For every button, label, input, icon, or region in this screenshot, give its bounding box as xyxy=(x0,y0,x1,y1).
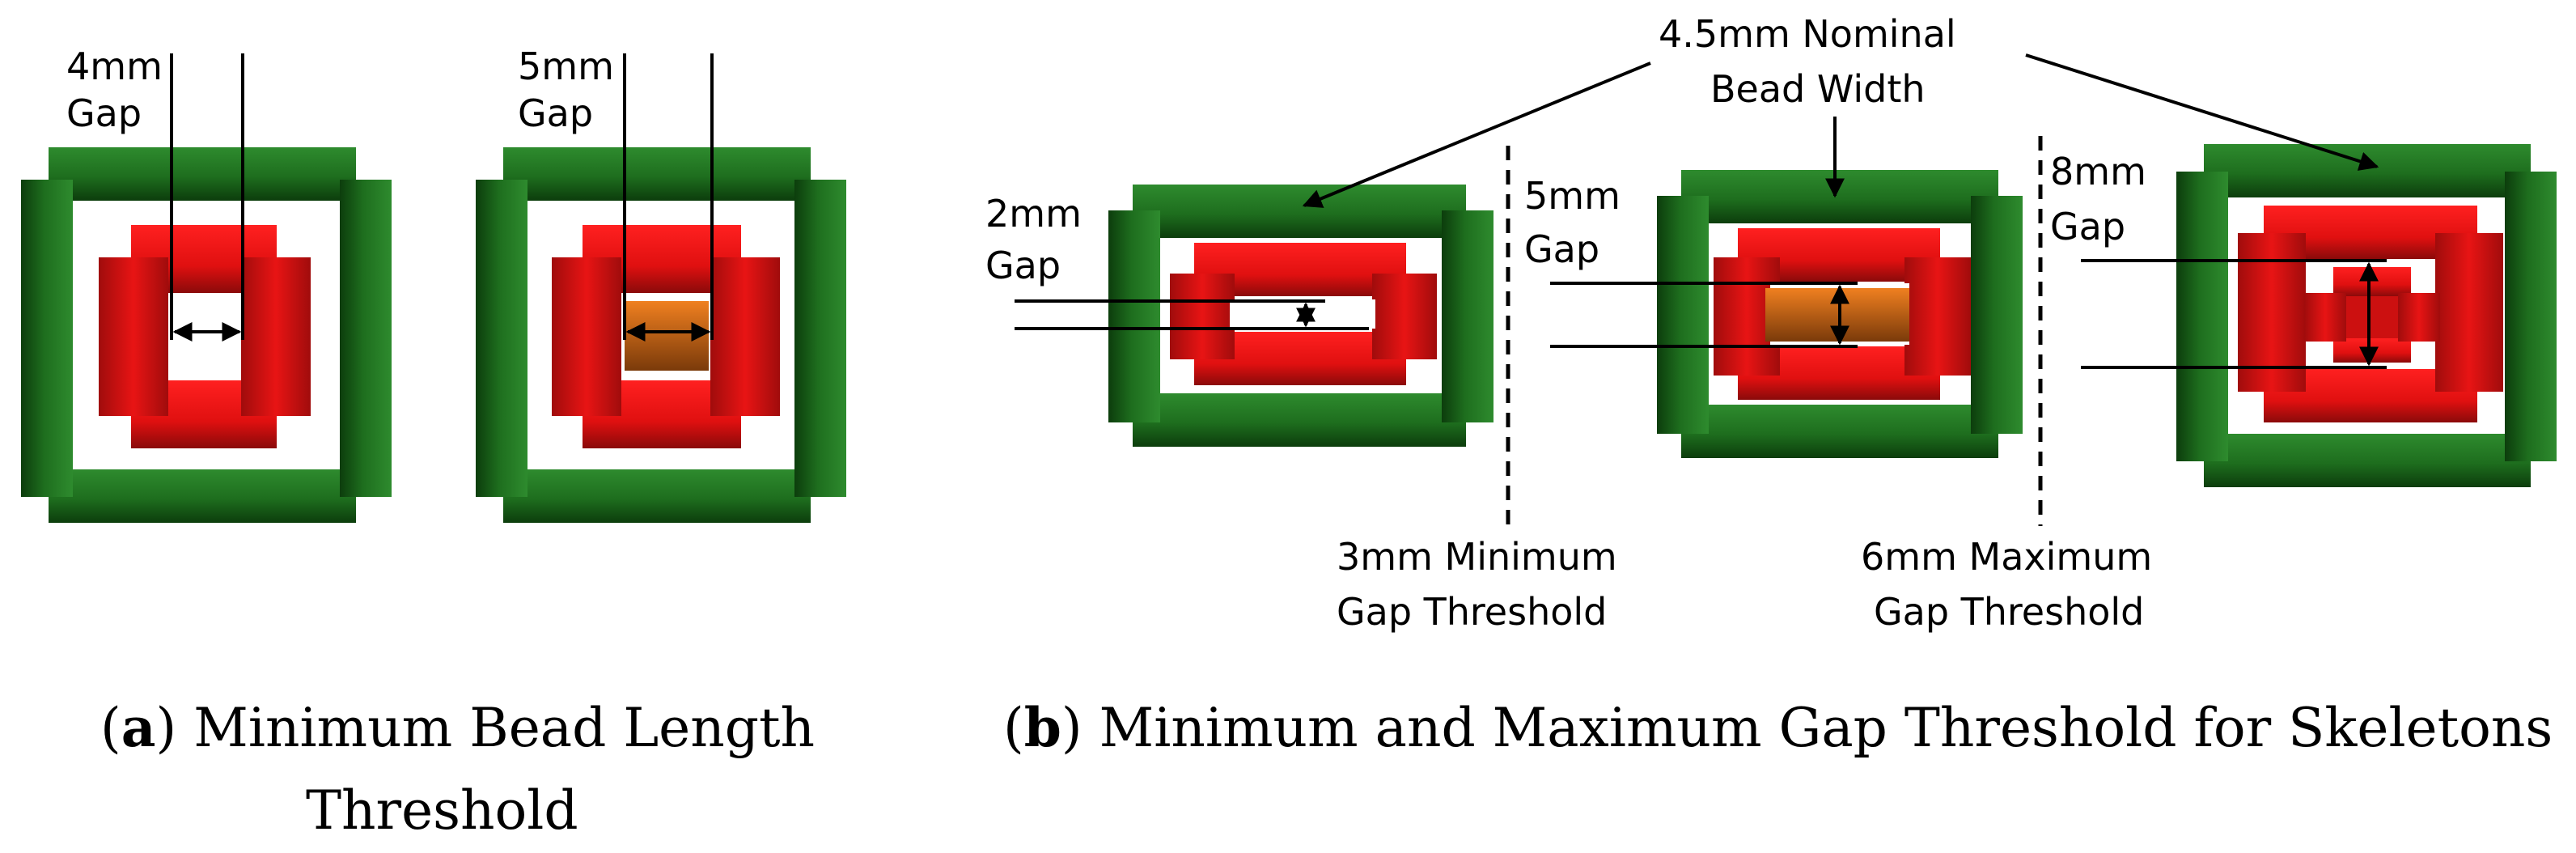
inner-red-beads xyxy=(552,225,780,448)
skeleton-bead-orange xyxy=(625,301,709,371)
min-threshold-line1: 3mm Minimum xyxy=(1337,535,1617,579)
gap-label-4mm: 4mm xyxy=(66,45,163,88)
outer-green-frame xyxy=(2176,144,2557,487)
panel-a-square-4mm: 4mm Gap xyxy=(21,45,392,523)
caption-a-line2: Threshold xyxy=(306,779,578,842)
panel-a-square-5mm: 5mm Gap xyxy=(476,45,846,523)
gap-label-8mm: 8mm xyxy=(2050,150,2146,193)
gap-label-5mm: 5mm xyxy=(518,45,614,88)
max-threshold-line1: 6mm Maximum xyxy=(1861,535,2152,579)
min-threshold-line2: Gap Threshold xyxy=(1337,590,1607,634)
outer-green-frame xyxy=(1108,185,1493,447)
skeleton-bead-orange xyxy=(1765,288,1909,342)
panel-b-rect-2mm: 2mm Gap xyxy=(985,185,1493,447)
panel-b-rect-5mm: 5mm Gap xyxy=(1524,170,2023,458)
outer-green-frame xyxy=(21,147,392,523)
gap-label-4mm-gap: Gap xyxy=(66,91,142,135)
max-threshold-line2: Gap Threshold xyxy=(1874,590,2144,634)
inner-red-beads xyxy=(1170,243,1437,385)
nominal-bead-width-line1: 4.5mm Nominal xyxy=(1659,12,1956,56)
inner-red-beads xyxy=(99,225,311,448)
gap-label-5mm-gap: Gap xyxy=(518,91,593,135)
nominal-bead-width-line2: Bead Width xyxy=(1710,67,1926,111)
gap-label-8mm-gap: Gap xyxy=(2050,205,2125,248)
inner-red-beads xyxy=(1714,228,1971,400)
gap-label-5mm-b-gap: Gap xyxy=(1524,227,1599,271)
nominal-arrow-left xyxy=(1302,62,1651,208)
panel-b-rect-8mm: 8mm Gap xyxy=(2050,144,2557,487)
caption-b: (b) Minimum and Maximum Gap Threshold fo… xyxy=(1003,696,2553,759)
gap-label-5mm-b: 5mm xyxy=(1524,174,1621,218)
gap-label-2mm-gap: Gap xyxy=(985,244,1061,287)
nominal-arrow-right xyxy=(2025,53,2379,171)
outer-green-frame xyxy=(1657,170,2023,458)
gap-label-2mm: 2mm xyxy=(985,192,1082,236)
caption-a-line1: (a) Minimum Bead Length xyxy=(100,696,815,759)
outer-green-frame xyxy=(476,147,846,523)
